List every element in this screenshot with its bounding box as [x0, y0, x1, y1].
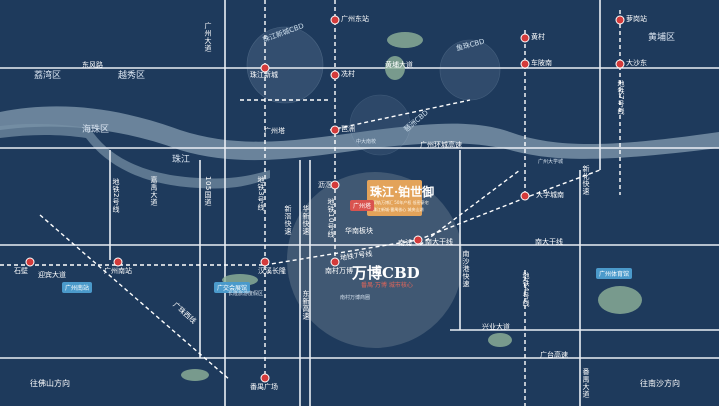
station-nanpu[interactable]: 南浦	[398, 239, 412, 247]
station-daxuecheng[interactable]: 大学城南	[536, 191, 564, 199]
district-huangpu: 黄埔区	[648, 33, 676, 43]
station-panyu[interactable]: 番禺广场	[250, 383, 278, 391]
brand-sub-1: 双轨万博汇 50年产权 低密豪宅	[373, 200, 429, 205]
tag-convention[interactable]: 广交会展馆	[214, 282, 251, 293]
metro-line3: 地铁3号线	[257, 176, 265, 211]
road-xinjiao: 新滘快速	[284, 205, 292, 235]
project-brand-box[interactable]: 珠江·铂世御 双轨万博汇 50年产权 低密豪宅 珠江新城·番禺核心 城央山湖	[367, 180, 434, 216]
road-nansha-port: 南沙港快速	[462, 250, 470, 288]
road-jiayu: 嘉禹大道	[150, 176, 158, 206]
tag-hsr[interactable]: 广州南站	[62, 282, 93, 293]
brand-title: 珠江·铂世御	[370, 185, 435, 199]
station-pazhou[interactable]: 琶洲	[341, 125, 355, 133]
direction-nansha: 往南沙方向	[640, 379, 680, 388]
cbd-circle-wanbo	[287, 172, 463, 348]
station-chebei[interactable]: 车陂南	[531, 59, 552, 67]
road-dongxin: 东新高速	[302, 290, 310, 320]
road-huangpu-ave: 黄埔大道	[385, 61, 413, 69]
road-ring-expressway: 广州环城高速	[420, 141, 462, 149]
district-liwan: 荔湾区	[34, 71, 62, 81]
tag-tower[interactable]: 广州塔	[350, 200, 375, 211]
river-label: 珠江	[172, 155, 191, 165]
road-guangtai: 广台高速	[540, 351, 568, 359]
river-branch	[0, 123, 270, 189]
station-shiyi[interactable]: 石壁	[14, 267, 28, 275]
cbd-subtitle: 番禺·万博 城市核心	[361, 282, 413, 289]
poi-chimelong: 长隆旅游度假区	[228, 291, 264, 297]
metro-line4: 地铁4号线	[522, 272, 530, 307]
station-xiancun[interactable]: 冼村	[341, 70, 355, 78]
station-nancun[interactable]: 南村万博	[325, 267, 353, 275]
road-xinhua: 新化快速	[582, 165, 590, 195]
station-zhujiang-newtown[interactable]: 珠江新城	[250, 71, 278, 79]
cbd-circle-pazhou	[349, 94, 411, 156]
road-nanda-gan: 南大干线	[535, 238, 563, 246]
road-dongfeng: 东风路	[82, 61, 103, 69]
metro-line10: 地铁10号线	[327, 198, 335, 238]
station-huanan[interactable]: 华南板块	[345, 227, 373, 235]
direction-foshan: 往佛山方向	[30, 379, 70, 388]
station-huangcun[interactable]: 黄村	[531, 33, 545, 41]
road-huaxin: 华新快速	[302, 205, 310, 235]
station-luogang[interactable]: 萝岗站	[626, 15, 647, 23]
road-105: 105国道	[204, 176, 212, 206]
metro-line2: 地铁2号线	[112, 178, 120, 213]
cbd-title: 万博CBD	[352, 264, 420, 282]
parks	[181, 32, 642, 381]
road-guangzhou-ave: 广州大道	[204, 22, 212, 52]
brand-sub-2: 珠江新城·番禺核心 城央山湖	[373, 207, 424, 212]
road-nanda-gan-2: 南大干线	[425, 238, 453, 246]
road-xingye: 兴业大道	[482, 323, 510, 331]
poi-nancun: 南村万博商圈	[340, 295, 371, 301]
station-guangzhou-south[interactable]: 广州南站	[104, 267, 132, 275]
station-markers	[25, 15, 625, 383]
poi-zhongda: 中大南校	[356, 139, 377, 145]
road-yingbin: 迎宾大道	[38, 271, 66, 279]
pearl-river	[0, 106, 719, 161]
station-guangzhou-tower[interactable]: 广州塔	[264, 127, 285, 135]
tag-sports[interactable]: 广州体育馆	[596, 268, 633, 279]
station-dashadong[interactable]: 大沙东	[626, 59, 647, 67]
district-haizhu: 海珠区	[82, 125, 110, 135]
road-fengshan: 番禺大道	[582, 368, 590, 398]
district-yuexiu: 越秀区	[118, 71, 146, 81]
station-hanxi[interactable]: 汉溪长隆	[258, 267, 286, 275]
station-guangzhou-east[interactable]: 广州东站	[341, 15, 369, 23]
poi-university: 广州大学城	[538, 159, 564, 165]
metro-line7b: 地铁7号线	[617, 80, 625, 115]
station-lvjiao[interactable]: 沥滘	[318, 181, 332, 189]
cbd-circle-zhujiang	[246, 26, 324, 104]
